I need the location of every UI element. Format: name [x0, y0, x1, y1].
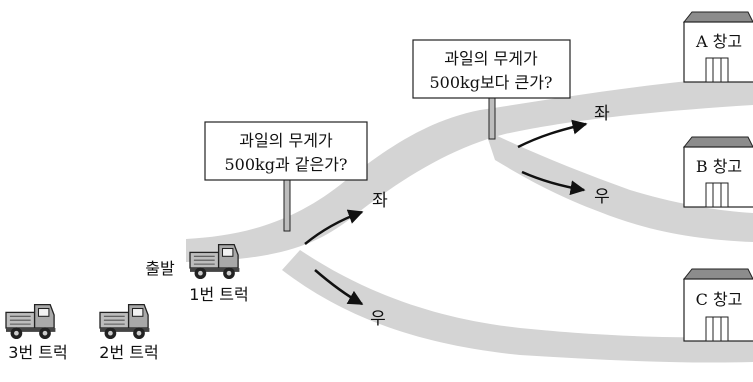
arrow-right-1 — [314, 269, 364, 306]
truck-3-label: 3번 트럭 — [8, 343, 67, 362]
direction-arrows — [304, 119, 588, 306]
truck-3-icon — [5, 303, 57, 340]
truck-2-icon — [99, 303, 151, 340]
sign-2-line-2: 500kg보다 큰가? — [429, 73, 552, 92]
direction-right-2: 우 — [594, 187, 610, 207]
truck-2-label: 2번 트럭 — [99, 343, 158, 362]
arrow-left-1 — [304, 209, 364, 245]
sign-1: 과일의 무게가 500kg과 같은가? — [204, 121, 368, 232]
warehouse-c-label: C 창고 — [696, 290, 743, 309]
warehouse-a: A 창고 — [682, 11, 753, 83]
direction-left-2: 좌 — [594, 104, 610, 124]
warehouse-a-label: A 창고 — [695, 32, 742, 51]
direction-left-1: 좌 — [372, 191, 388, 211]
warehouse-b: B 창고 — [682, 136, 753, 208]
arrow-left-2 — [517, 119, 588, 149]
road-network — [186, 75, 753, 363]
road-main-to-upper — [186, 75, 753, 262]
warehouse-b-label: B 창고 — [696, 157, 742, 176]
start-label: 출발 — [145, 259, 175, 278]
sign-2-line-1: 과일의 무게가 — [444, 49, 538, 68]
truck-1-label: 1번 트럭 — [189, 285, 248, 304]
road-branch-c — [282, 250, 753, 363]
arrow-right-2 — [521, 170, 586, 196]
road-branch-b — [485, 130, 753, 242]
sign-1-line-1: 과일의 무게가 — [239, 131, 333, 150]
direction-right-1: 우 — [370, 309, 386, 329]
warehouse-c: C 창고 — [682, 268, 753, 342]
sign-1-line-2: 500kg과 같은가? — [224, 155, 347, 174]
sign-2: 과일의 무게가 500kg보다 큰가? — [412, 39, 571, 140]
